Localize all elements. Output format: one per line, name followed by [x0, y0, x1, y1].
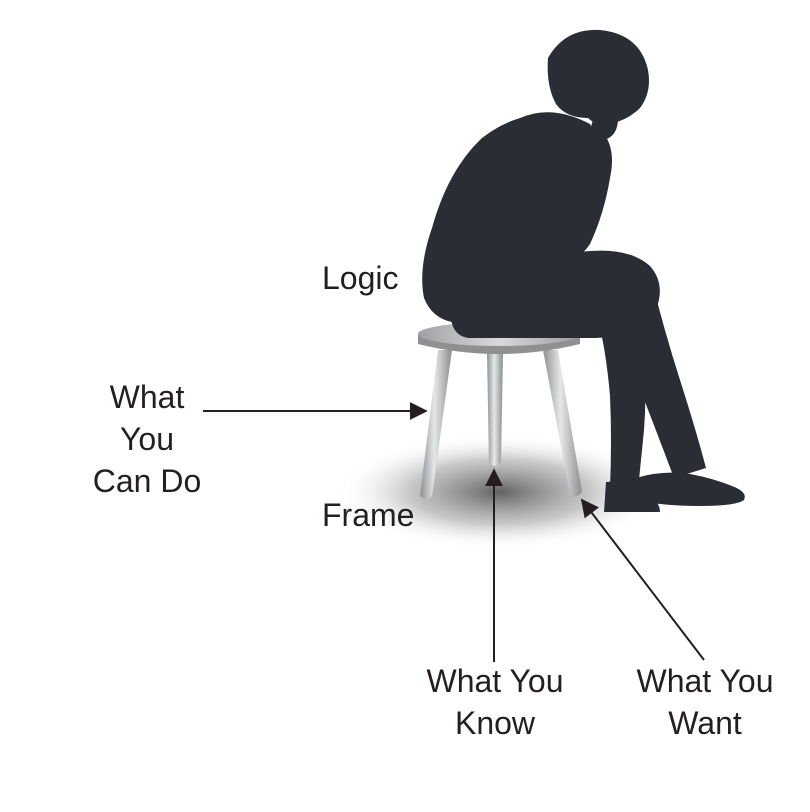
label-line: What You — [426, 663, 564, 699]
stool-leg-left — [420, 350, 452, 499]
stool-legs — [420, 350, 582, 499]
label-frame-text: Frame — [322, 497, 415, 533]
label-what-you-want: What You Want — [622, 660, 788, 744]
label-logic: Logic — [322, 257, 399, 299]
label-line: You — [120, 421, 174, 457]
label-line: Know — [454, 705, 536, 741]
thinking-person-silhouette — [422, 29, 745, 512]
label-line: What — [109, 379, 185, 415]
arrow-what-you-want — [580, 498, 705, 661]
stool-leg-middle — [487, 352, 503, 466]
label-line: What You — [636, 663, 774, 699]
label-what-you-can-do: What You Can Do — [82, 376, 212, 502]
label-logic-text: Logic — [322, 260, 399, 296]
label-frame: Frame — [322, 494, 414, 536]
stool-leg-right — [543, 350, 582, 497]
floor-shadow — [335, 434, 665, 550]
label-what-you-know: What You Know — [412, 660, 578, 744]
label-line: Can Do — [92, 463, 202, 499]
label-line: Want — [668, 705, 742, 741]
